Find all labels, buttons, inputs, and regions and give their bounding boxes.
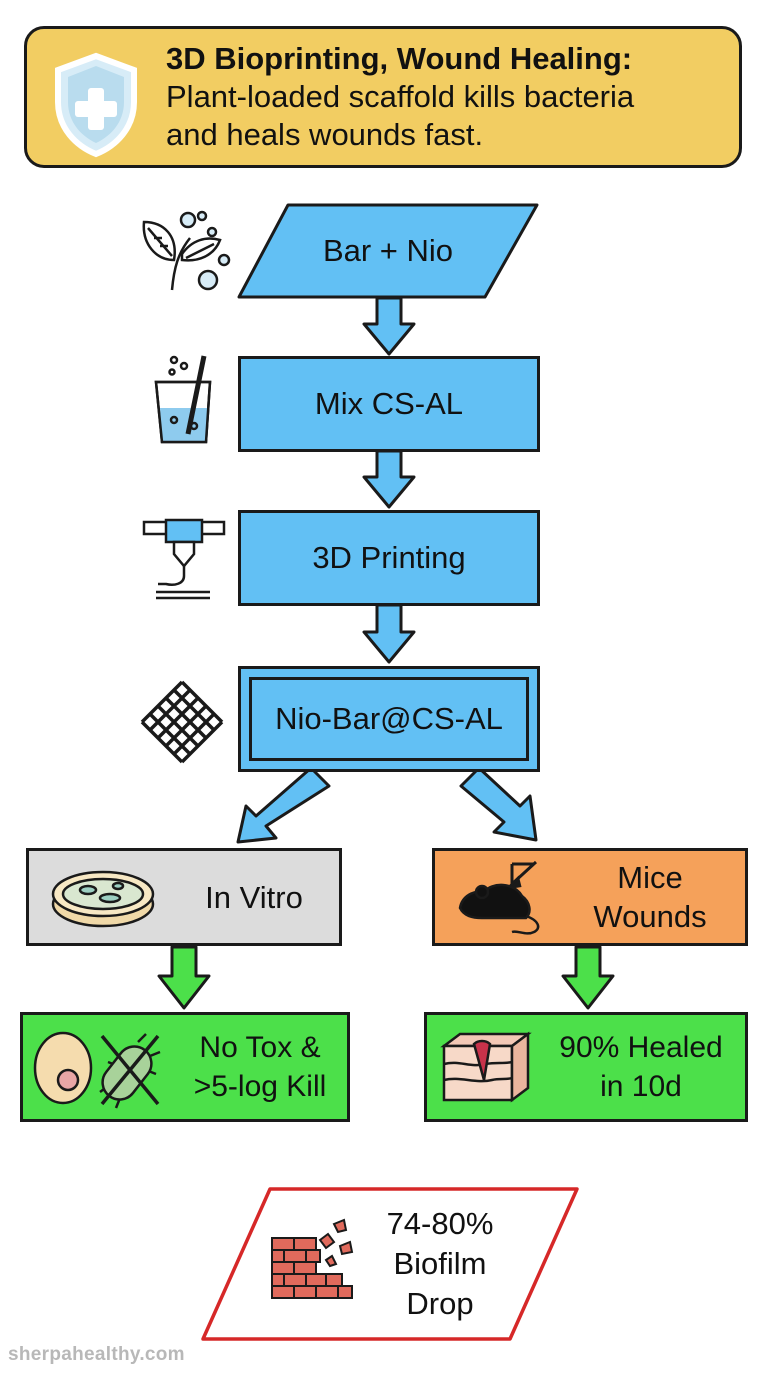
biofilm-label: 74-80% Biofilm Drop [360,1186,520,1342]
input-label: Bar + Nio [322,233,454,268]
mice-result-label: 90% Healed in 10d [537,1015,745,1119]
header-subtitle-line1: Plant-loaded scaffold kills bacteria [166,79,635,114]
petri-dish-icon [51,870,155,928]
footer-site: sherpahealthy.com [8,1344,185,1365]
arrow-down-3 [362,603,416,664]
mice-result-line1: 90% Healed [559,1031,723,1064]
input-step: Bar + Nio [236,202,540,300]
in-vitro-box: In Vitro [26,848,342,946]
header-banner [24,26,742,168]
vitro-result-label: No Tox & >5-log Kill [173,1015,347,1119]
biofilm-line1: 74-80% [386,1206,494,1241]
arrow-down-1 [362,296,416,356]
mouse-icon [458,860,540,935]
biofilm-line3: Drop [406,1286,474,1321]
product-step: Nio-Bar@CS-AL [238,666,540,772]
printer-nozzle-icon [142,518,226,600]
biofilm-parallelogram [201,1187,579,1341]
mesh-scaffold-icon [140,680,224,764]
arrow-down-vitro [157,945,211,1010]
arrow-diag-right [459,766,538,842]
mice-result-line2: in 10d [600,1070,682,1103]
mix-label: Mix CS-AL [314,386,464,421]
arrow-down-mice [561,945,615,1010]
header-text: 3D Bioprinting, Wound Healing: Plant-loa… [166,40,726,154]
mice-wounds-label: Mice Wounds [555,851,745,943]
vitro-result-line2: >5-log Kill [193,1070,327,1103]
cell-icon [33,1031,93,1105]
arrow-down-2 [362,449,416,509]
vitro-result-line1: No Tox & [199,1031,321,1064]
header-subtitle-line2: and heals wounds fast. [166,117,484,152]
product-inner-border [249,677,529,761]
shield-icon [55,52,137,158]
biofilm-line2: Biofilm [393,1246,487,1281]
print-label: 3D Printing [312,540,466,575]
beaker-icon [154,355,212,444]
crossed-bacteria-icon [99,1033,161,1109]
header-title: 3D Bioprinting, Wound Healing: [166,41,633,76]
skin-wound-icon [440,1031,532,1103]
in-vitro-label: In Vitro [205,879,303,915]
mix-step: Mix CS-AL [238,356,540,452]
input-parallelogram [237,203,539,299]
leaf-bubbles-icon [142,210,231,291]
print-step: 3D Printing [238,510,540,606]
mice-label-line1: Mice [617,860,683,895]
crumbling-brick-wall-icon [271,1218,354,1299]
product-label: Nio-Bar@CS-AL [275,701,503,736]
arrow-diag-left [236,766,331,844]
mice-label-line2: Wounds [593,899,707,934]
